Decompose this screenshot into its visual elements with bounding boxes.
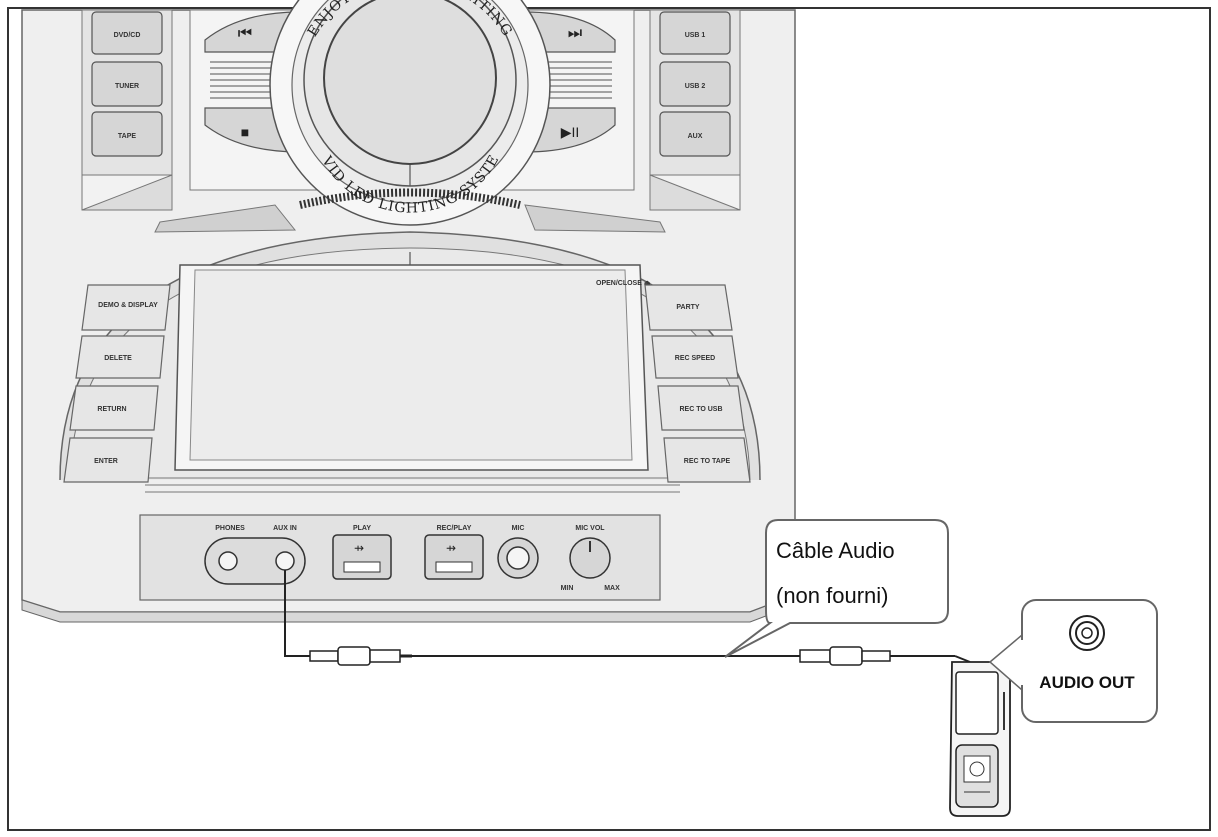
mic-vol-max-label: MAX	[604, 585, 620, 592]
callout-line2: (non fourni)	[776, 583, 889, 608]
button-usb1[interactable]	[659, 11, 731, 55]
mic-vol-knob[interactable]	[569, 537, 611, 579]
next-icon: ⏭	[568, 25, 582, 42]
button-delete-label: DELETE	[104, 355, 132, 362]
left-top-buttons: DVD/CD TUNER TAPE	[91, 11, 163, 157]
button-rec-speed-label: REC SPEED	[675, 355, 715, 362]
mp3-player	[949, 661, 1011, 817]
button-party-label: PARTY	[676, 304, 700, 311]
button-usb2[interactable]	[659, 61, 731, 107]
cable-plug-left	[337, 646, 371, 666]
button-enter-label: ENTER	[94, 458, 118, 465]
aux-in-label: AUX IN	[273, 525, 297, 532]
rec-play-label: REC/PLAY	[437, 525, 472, 532]
phones-jack[interactable]	[218, 551, 238, 571]
button-tape[interactable]	[91, 111, 163, 157]
button-rec-to-tape[interactable]	[663, 437, 751, 483]
button-tuner-label: TUNER	[115, 83, 139, 90]
audio-out-label: AUDIO OUT	[1039, 673, 1135, 692]
right-side-buttons: PARTY REC SPEED REC TO USB REC TO TAPE	[644, 284, 751, 483]
mic-vol-min-label: MIN	[561, 585, 574, 592]
play-label: PLAY	[353, 525, 371, 532]
cable-callout: Câble Audio (non fourni)	[724, 519, 949, 658]
button-tape-label: TAPE	[118, 133, 136, 140]
button-return-label: RETURN	[97, 406, 126, 413]
button-rec-speed[interactable]	[651, 335, 739, 379]
button-party[interactable]	[644, 284, 733, 331]
button-next[interactable]	[524, 11, 616, 53]
play-pause-icon: ▶II	[561, 124, 580, 140]
player-screen	[955, 671, 999, 735]
audio-out-callout: AUDIO OUT	[988, 599, 1158, 723]
button-usb2-label: USB 2	[685, 83, 706, 90]
usb-icon: ⇸	[446, 541, 456, 555]
callout-bubble	[724, 519, 949, 658]
stop-icon: ■	[241, 124, 249, 140]
button-dvd-cd-label: DVD/CD	[114, 32, 141, 39]
jack-housing	[204, 537, 306, 585]
button-rec-to-tape-label: REC TO TAPE	[684, 458, 731, 465]
button-usb1-label: USB 1	[685, 32, 706, 39]
callout-line1: Câble Audio	[776, 538, 895, 563]
button-rec-to-usb[interactable]	[657, 385, 745, 431]
button-tuner[interactable]	[91, 61, 163, 107]
mic-vol-label: MIC VOL	[575, 525, 605, 532]
mic-label: MIC	[512, 525, 525, 532]
phones-label: PHONES	[215, 525, 245, 532]
prev-icon: ⏮	[238, 25, 252, 42]
usb-icon: ⇸	[354, 541, 364, 555]
left-side-buttons: DEMO & DISPLAY DELETE RETURN ENTER	[63, 284, 171, 483]
button-dvd-cd[interactable]	[91, 11, 163, 55]
button-return[interactable]	[69, 385, 159, 431]
button-enter[interactable]	[63, 437, 153, 483]
button-rec-to-usb-label: REC TO USB	[679, 406, 722, 413]
aux-in-jack[interactable]	[275, 551, 295, 571]
right-top-buttons: USB 1 USB 2 AUX	[659, 11, 731, 157]
button-delete[interactable]	[75, 335, 165, 379]
audio-cable	[284, 570, 971, 666]
button-demo-display[interactable]	[81, 284, 171, 331]
button-aux[interactable]	[659, 111, 731, 157]
stereo-unit: DVD/CD TUNER TAPE USB 1 USB 2 AUX	[0, 0, 796, 623]
open-close-label: OPEN/CLOSE ⏏	[596, 280, 651, 287]
button-aux-label: AUX	[688, 133, 703, 140]
volume-dial[interactable]	[323, 0, 497, 165]
cable-plug-right	[829, 646, 863, 666]
button-demo-display-label: DEMO & DISPLAY	[98, 302, 158, 309]
